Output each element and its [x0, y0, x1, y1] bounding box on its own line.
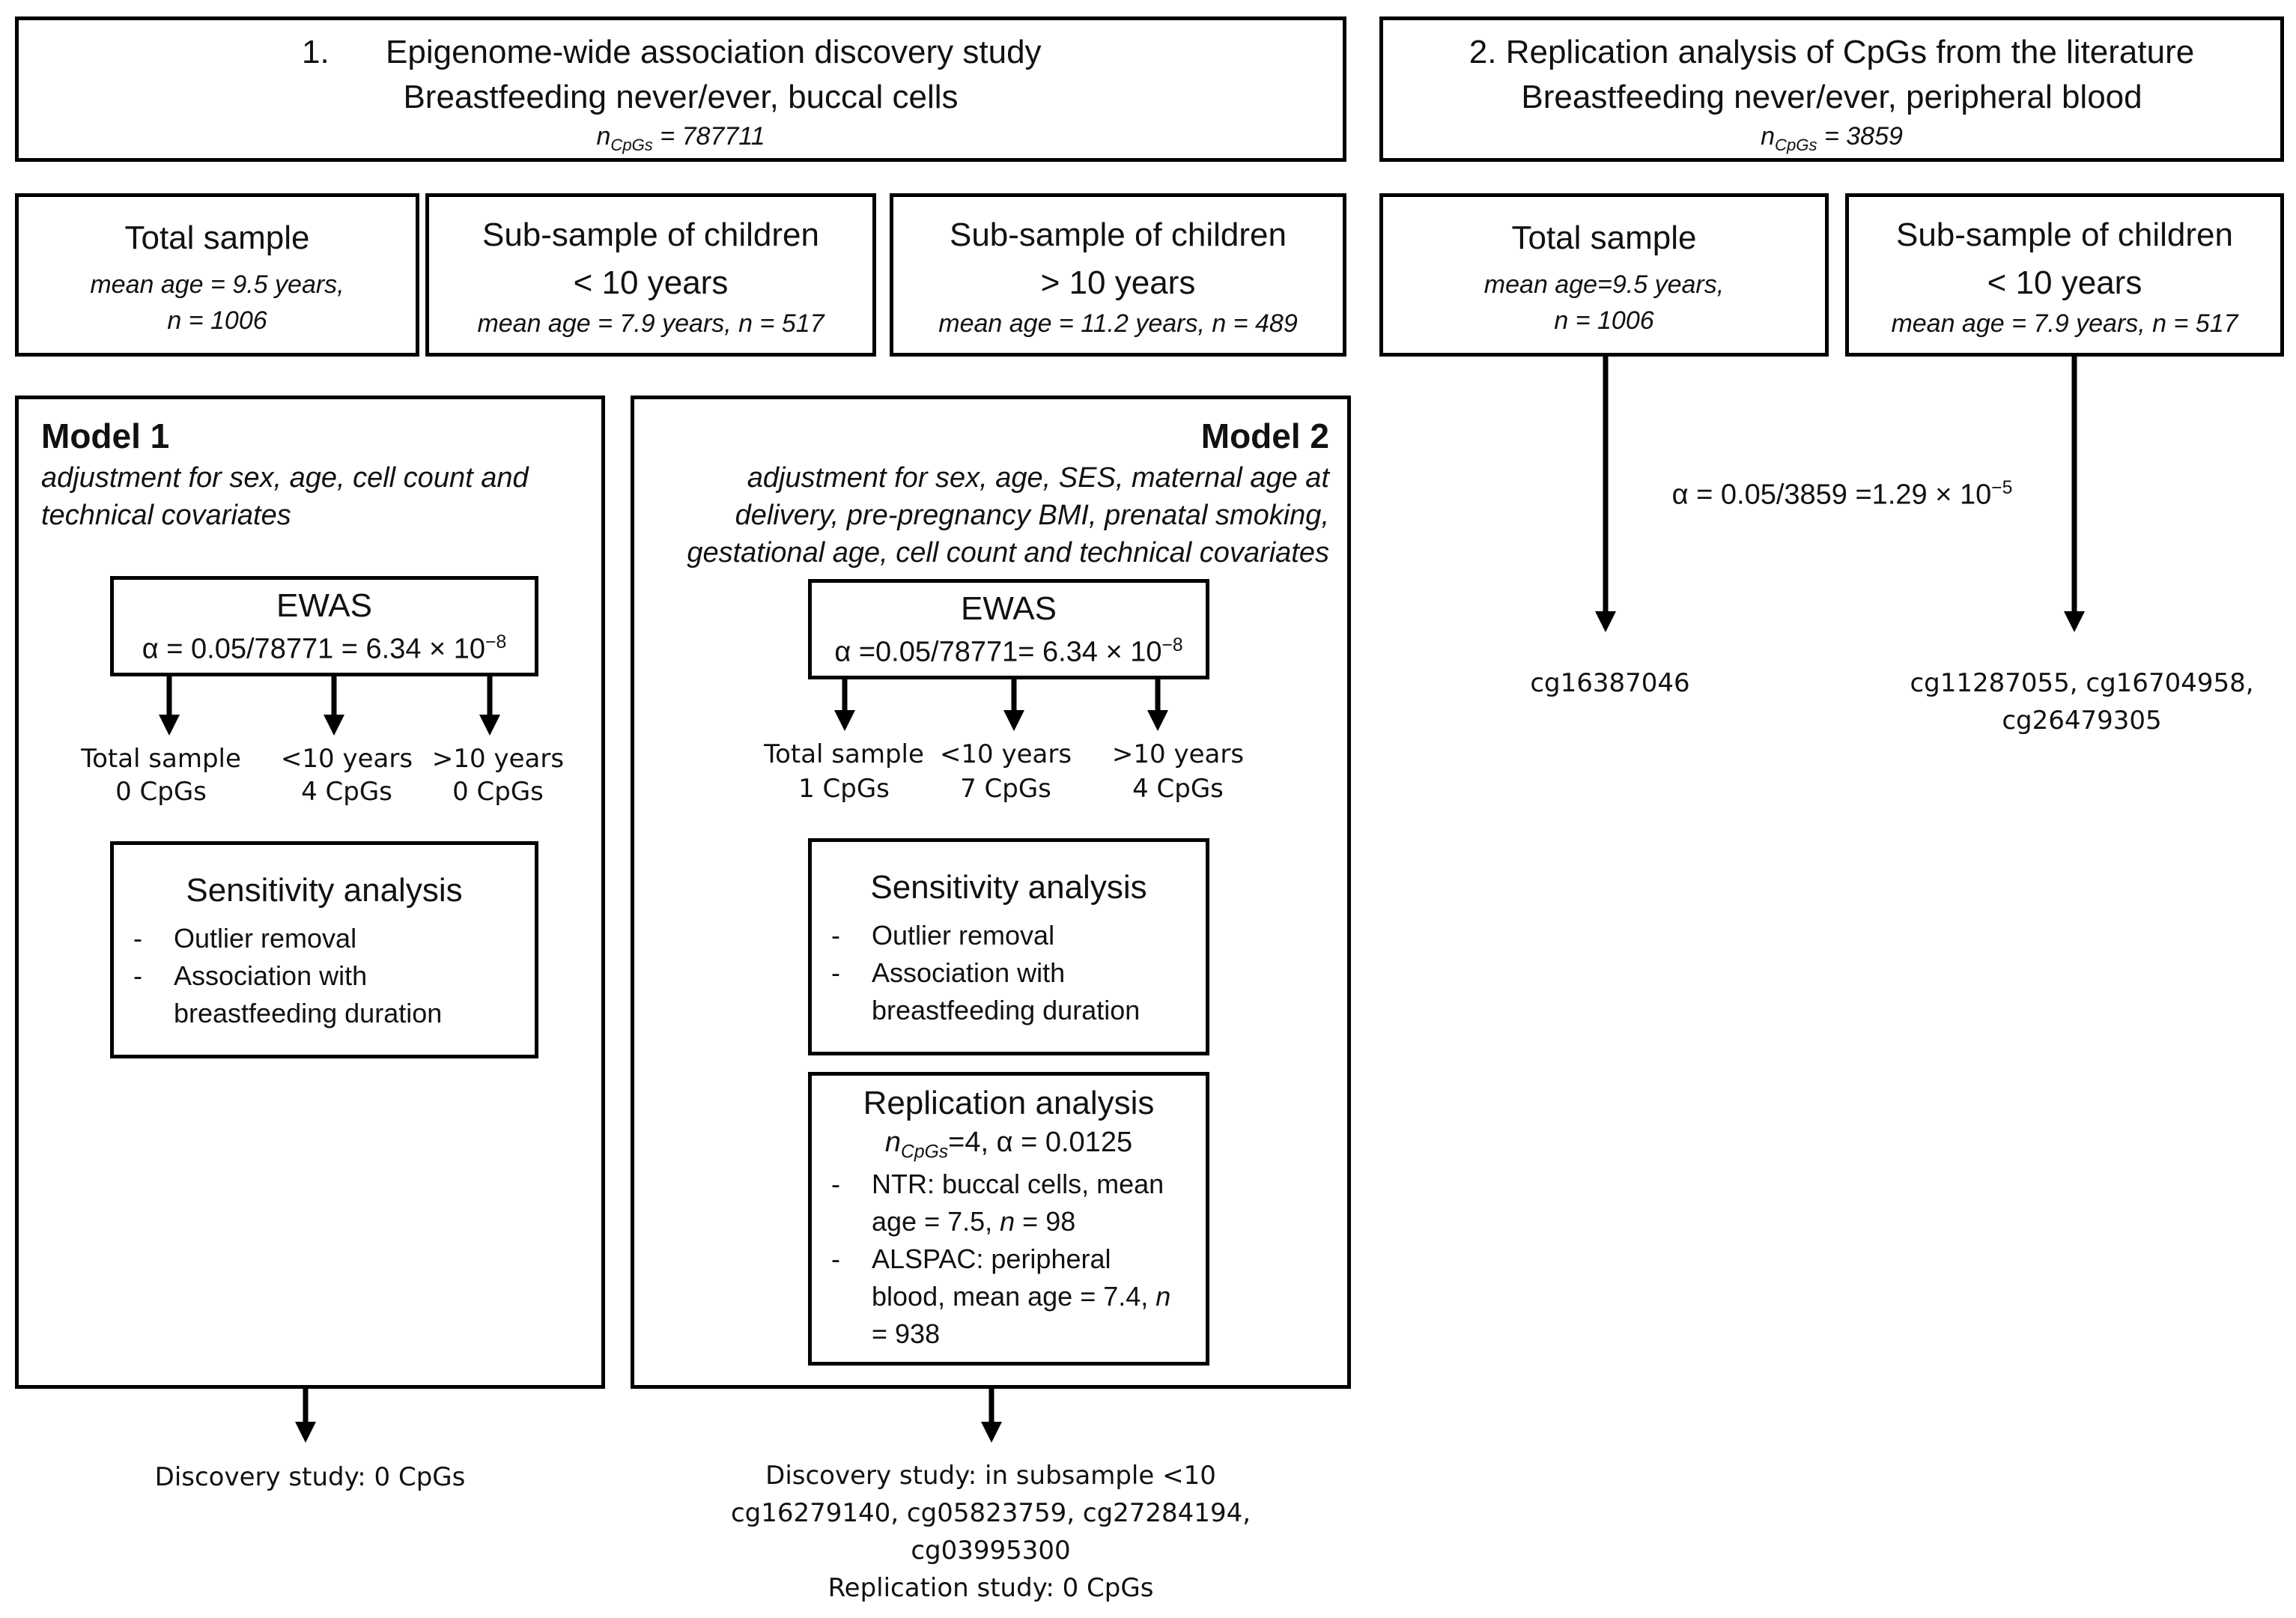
model2-replication-box: Replication analysis nCpGs=4, α = 0.0125…: [808, 1072, 1209, 1366]
sample-detail: n = 1006: [167, 306, 267, 335]
sample-title: Total sample: [1511, 219, 1697, 256]
model1-sensitivity-box: Sensitivity analysis Outlier removal Ass…: [110, 841, 538, 1058]
result-count: 0 CpGs: [452, 777, 544, 807]
result-count: 0 CpGs: [115, 777, 207, 807]
study2-title: 2. Replication analysis of CpGs from the…: [1469, 34, 2195, 70]
sample-title: Total sample: [124, 219, 310, 256]
replication-item: ALSPAC: peripheral blood, mean age = 7.4…: [825, 1240, 1185, 1353]
result-label: >10 years: [431, 744, 565, 774]
study1-number: 1.: [302, 34, 329, 70]
model1-outcome: Discovery study: 0 CpGs: [154, 1462, 466, 1492]
sample-detail: mean age = 11.2 years, n = 489: [938, 309, 1298, 338]
replication-alpha: α = 0.05/3859 =1.29 × 10−5: [1671, 478, 2013, 511]
result-count: 4 CpGs: [301, 777, 392, 807]
sample-title: Sub-sample of children: [949, 216, 1287, 253]
sample-detail: mean age = 7.9 years, n = 517: [477, 309, 824, 338]
replication-result-sub: cg11287055, cg16704958,: [1910, 668, 2254, 698]
model1-ewas-box: EWAS α = 0.05/78771 = 6.34 × 10−8: [110, 576, 538, 676]
ewas-alpha: α =0.05/78771= 6.34 × 10−8: [834, 635, 1183, 668]
sensitivity-list: Outlier removal Association with breastf…: [825, 917, 1155, 1029]
s1-total-sample-box: Total sample mean age = 9.5 years, n = 1…: [15, 193, 419, 357]
model2-box: Model 2 adjustment for sex, age, SES, ma…: [631, 396, 1351, 1389]
sensitivity-item: Outlier removal: [825, 917, 1155, 954]
model2-title: Model 2: [1200, 416, 1329, 455]
model2-outcome-line: Discovery study: in subsample <10: [765, 1461, 1216, 1491]
sample-detail: mean age = 7.9 years, n = 517: [1891, 309, 2238, 338]
model1-box: Model 1 adjustment for sex, age, cell co…: [15, 396, 605, 1389]
sensitivity-list: Outlier removal Association with breastf…: [127, 920, 457, 1032]
sensitivity-title: Sensitivity analysis: [186, 872, 463, 909]
sample-detail: mean age=9.5 years,: [1483, 270, 1725, 299]
model2-desc-line: delivery, pre-pregnancy BMI, prenatal sm…: [735, 500, 1329, 531]
sample-detail: n = 1006: [1554, 306, 1654, 335]
s1-over10-box: Sub-sample of children > 10 years mean a…: [890, 193, 1346, 357]
study1-n: nCpGs = 787711: [596, 122, 765, 154]
model2-desc-line: adjustment for sex, age, SES, maternal a…: [747, 462, 1329, 494]
sensitivity-item: Association with breastfeeding duration: [127, 957, 457, 1032]
ewas-title: EWAS: [961, 590, 1057, 627]
model2-outcome-line: cg16279140, cg05823759, cg27284194,: [730, 1498, 1251, 1528]
model1-desc-line: adjustment for sex, age, cell count and: [41, 462, 529, 494]
sample-range: > 10 years: [1040, 264, 1196, 301]
result-count: 4 CpGs: [1132, 774, 1224, 804]
model2-outcome-line: cg03995300: [911, 1536, 1071, 1566]
result-label: >10 years: [1111, 739, 1245, 769]
result-count: 7 CpGs: [960, 774, 1051, 804]
replication-item: NTR: buccal cells, mean age = 7.5, n = 9…: [825, 1166, 1185, 1240]
replication-list: NTR: buccal cells, mean age = 7.5, n = 9…: [825, 1166, 1185, 1353]
study2-n: nCpGs = 3859: [1761, 122, 1903, 154]
model1-desc-line: technical covariates: [41, 500, 291, 531]
ewas-alpha: α = 0.05/78771 = 6.34 × 10−8: [142, 632, 507, 665]
replication-result-total: cg16387046: [1530, 668, 1690, 698]
study1-subtitle: Breastfeeding never/ever, buccal cells: [403, 79, 959, 115]
sample-range: < 10 years: [573, 264, 729, 301]
sample-range: < 10 years: [1987, 264, 2142, 301]
s2-total-sample-box: Total sample mean age=9.5 years, n = 100…: [1379, 193, 1829, 357]
sample-title: Sub-sample of children: [1895, 216, 2233, 253]
result-label: <10 years: [939, 739, 1072, 769]
s1-under10-box: Sub-sample of children < 10 years mean a…: [425, 193, 876, 357]
study1-title: Epigenome-wide association discovery stu…: [386, 34, 1042, 70]
replication-n: nCpGs=4, α = 0.0125: [884, 1127, 1133, 1163]
sensitivity-item: Outlier removal: [127, 920, 457, 957]
model2-ewas-box: EWAS α =0.05/78771= 6.34 × 10−8: [808, 579, 1209, 679]
replication-result-sub: cg26479305: [2002, 706, 2162, 736]
study1-header-box: 1. Epigenome-wide association discovery …: [15, 16, 1346, 162]
result-label: Total sample: [81, 744, 241, 774]
model1-title: Model 1: [41, 416, 170, 455]
sensitivity-title: Sensitivity analysis: [870, 869, 1147, 906]
sample-title: Sub-sample of children: [482, 216, 819, 253]
model2-outcome-line: Replication study: 0 CpGs: [827, 1573, 1154, 1603]
sensitivity-item: Association with breastfeeding duration: [825, 954, 1155, 1029]
sample-detail: mean age = 9.5 years,: [90, 270, 344, 299]
result-label: Total sample: [764, 739, 924, 769]
study2-subtitle: Breastfeeding never/ever, peripheral blo…: [1521, 79, 2142, 115]
study2-header-box: 2. Replication analysis of CpGs from the…: [1379, 16, 2284, 162]
result-count: 1 CpGs: [798, 774, 890, 804]
result-label: <10 years: [280, 744, 413, 774]
replication-title: Replication analysis: [863, 1085, 1155, 1121]
model2-desc-line: gestational age, cell count and technica…: [687, 537, 1329, 569]
ewas-title: EWAS: [276, 587, 372, 624]
model2-sensitivity-box: Sensitivity analysis Outlier removal Ass…: [808, 838, 1209, 1055]
s2-under10-box: Sub-sample of children < 10 years mean a…: [1845, 193, 2284, 357]
